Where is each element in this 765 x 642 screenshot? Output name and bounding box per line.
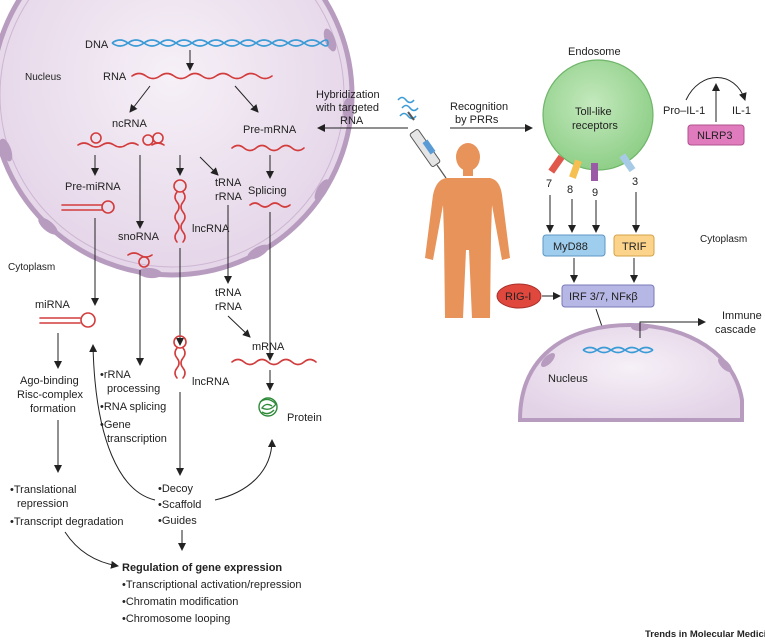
mrna-label: mRNA <box>252 341 285 353</box>
arrow-il1-processing <box>685 77 747 101</box>
regulation-item-3: •Chromosome looping <box>122 613 230 625</box>
mirna-label: miRNA <box>35 299 70 311</box>
rna-label: RNA <box>103 71 127 83</box>
sno-effect-1: •rRNA <box>100 369 131 381</box>
trna-nucleus-label: tRNA <box>215 177 242 189</box>
pro-il1-label: Pro–IL-1 <box>663 105 705 117</box>
regulation-item-1: •Transcriptional activation/repression <box>122 579 302 591</box>
nucleus-right <box>517 322 744 422</box>
mirna-effect-1: •Translational <box>10 484 76 496</box>
pre-mirna-label: Pre-miRNA <box>65 181 121 193</box>
il1-label: IL-1 <box>732 105 751 117</box>
arrow-immune-cascade <box>639 318 706 338</box>
myd88-box <box>542 234 606 257</box>
arrow-mirna-to-regulation <box>64 531 119 569</box>
cytoplasm-left-label: Cytoplasm <box>8 262 55 273</box>
lncrna-nucleus-label: lncRNA <box>192 223 230 235</box>
cytoplasm-right-label: Cytoplasm <box>700 234 747 245</box>
mirna-effect-1b: repression <box>17 498 68 510</box>
endosome-label: Endosome <box>568 46 621 58</box>
arrow-trna-mrna <box>227 315 251 338</box>
hybridization-line1: Hybridization <box>316 89 380 101</box>
arrow-rna-premrna <box>234 85 259 113</box>
rna-strand <box>131 72 273 80</box>
pre-mirna-hairpin <box>61 200 115 214</box>
tlr-9-label: 9 <box>592 187 598 199</box>
splicing-label: Splicing <box>248 185 287 197</box>
dna-helix-right <box>582 346 654 354</box>
nucleus-right-label: Nucleus <box>548 373 588 385</box>
mirna-effect-2: •Transcript degradation <box>10 516 124 528</box>
protein-label: Protein <box>287 412 322 424</box>
pre-mrna-label: Pre-mRNA <box>243 124 297 136</box>
regulation-item-2: •Chromatin modification <box>122 596 238 608</box>
sno-effect-3b: transcription <box>107 433 167 445</box>
arrow-ncrna-trna <box>199 156 219 176</box>
tlr-line1: Toll-like <box>575 106 612 118</box>
rrna-cytoplasm-label: rRNA <box>215 301 243 313</box>
pre-mrna-strand <box>231 144 305 152</box>
arrow-lnc-to-protein <box>214 439 276 501</box>
rig-i-label: RIG-I <box>505 291 531 303</box>
ago-line3: formation <box>30 403 76 415</box>
immune-line1: Immune <box>722 310 762 322</box>
dna-helix <box>111 39 329 47</box>
hybridization-line3: RNA <box>340 115 364 127</box>
ago-line1: Ago-binding <box>20 375 79 387</box>
tlr-7-label: 7 <box>546 178 552 190</box>
dna-label: DNA <box>85 39 109 51</box>
syringe-icon <box>397 96 447 179</box>
human-figure <box>425 143 510 318</box>
journal-footer: Trends in Molecular Medicine <box>645 629 765 640</box>
mirna-duplex <box>39 312 96 328</box>
ncrna-label: ncRNA <box>112 118 148 130</box>
sno-effect-1b: processing <box>107 383 160 395</box>
irf-label: IRF 3/7, NFκβ <box>569 291 638 303</box>
mrna-strand <box>231 358 317 366</box>
recognition-line1: Recognition <box>450 101 508 113</box>
protein-glyph <box>258 397 278 417</box>
rig-i-node <box>496 283 542 309</box>
tlr-3-label: 3 <box>632 176 638 188</box>
regulation-title: Regulation of gene expression <box>122 562 282 574</box>
nlrp3-box <box>687 124 745 146</box>
myd88-label: MyD88 <box>553 241 588 253</box>
spliced-rna <box>249 202 291 208</box>
trna-cytoplasm-label: tRNA <box>215 287 242 299</box>
arrow-rna-ncrna <box>129 85 151 113</box>
trif-label: TRIF <box>622 241 647 253</box>
arrow-lnc-to-mirna <box>89 344 156 501</box>
hybridization-line2: with targeted <box>315 102 379 114</box>
sno-effect-2: •RNA splicing <box>100 401 166 413</box>
tlr-line2: receptors <box>572 120 618 132</box>
immune-line2: cascade <box>715 324 756 336</box>
nlrp3-label: NLRP3 <box>697 130 732 142</box>
lnc-effect-1: •Decoy <box>158 483 194 495</box>
lncrna-hairpin-cytoplasm <box>173 335 187 379</box>
ncrna-structures <box>77 132 165 148</box>
lncrna-hairpin-nucleus <box>173 179 187 243</box>
trif-box <box>613 234 655 257</box>
sno-effect-3: •Gene <box>100 419 131 431</box>
lnc-effect-2: •Scaffold <box>158 499 201 511</box>
lncrna-cytoplasm-label: lncRNA <box>192 376 230 388</box>
tlr-receptors <box>548 153 636 181</box>
tlr-8-label: 8 <box>567 184 573 196</box>
irf-box <box>561 284 655 308</box>
snorna-label: snoRNA <box>118 231 160 243</box>
recognition-line2: by PRRs <box>455 114 499 126</box>
ago-line2: Risc-complex <box>17 389 84 401</box>
rrna-nucleus-label: rRNA <box>215 191 243 203</box>
snorna-structure <box>127 252 153 268</box>
nucleus-left-label: Nucleus <box>25 72 61 83</box>
lnc-effect-3: •Guides <box>158 515 197 527</box>
